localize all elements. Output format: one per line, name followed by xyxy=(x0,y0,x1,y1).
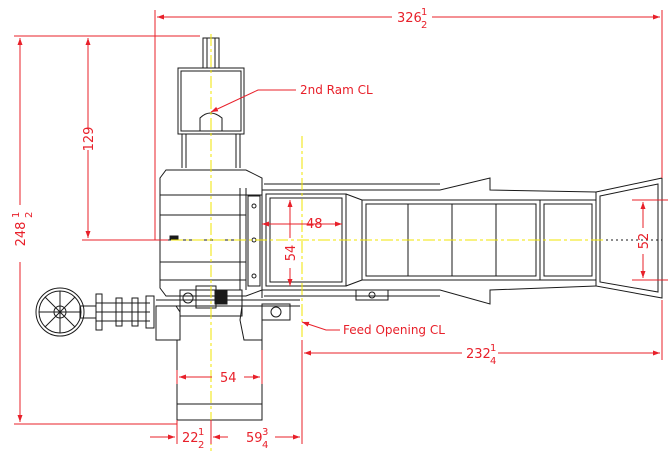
handwheel xyxy=(35,287,155,337)
overall-height-den: 2 xyxy=(24,212,35,218)
left-offset-den: 2 xyxy=(198,440,204,451)
base-width-value: 54 xyxy=(220,371,237,386)
dimension-text: 326 1 2 248 1 2 129 48 54 52 54 22 1 2 5… xyxy=(11,7,652,451)
left-offset-num: 1 xyxy=(198,427,204,438)
ram-offset-value: 129 xyxy=(82,127,97,152)
hopper-width-value: 52 xyxy=(637,233,652,250)
leader-feed-cl xyxy=(301,321,340,331)
overall-height-num: 1 xyxy=(11,212,22,218)
overall-width-den: 2 xyxy=(421,20,427,31)
ram-to-feed-num: 3 xyxy=(262,427,268,438)
dim-hopper-width xyxy=(632,199,668,281)
opening-depth-value: 54 xyxy=(284,245,299,262)
ram-to-feed-whole: 59 xyxy=(246,431,263,446)
leader-ram-cl xyxy=(210,89,296,113)
motor-assembly xyxy=(179,285,291,321)
dim-overall-height xyxy=(14,35,200,425)
dim-base-width xyxy=(176,350,263,384)
feed-cl-label: Feed Opening CL xyxy=(343,323,445,337)
flared-hopper xyxy=(595,177,663,299)
dim-feed-to-end xyxy=(304,300,663,360)
feed-chute xyxy=(261,177,597,305)
dim-ram-offset xyxy=(82,38,168,241)
feed-to-end-whole: 232 xyxy=(466,347,491,362)
centerlines xyxy=(150,34,604,452)
overall-width-num: 1 xyxy=(421,7,427,18)
ram-cl-label: 2nd Ram CL xyxy=(300,83,373,97)
opening-width-value: 48 xyxy=(306,217,323,232)
feed-to-end-den: 4 xyxy=(490,356,496,367)
ram-to-feed-den: 4 xyxy=(262,440,268,451)
dim-overall-width xyxy=(154,10,663,240)
left-offset-whole: 22 xyxy=(182,431,199,446)
dim-bottom-offsets xyxy=(150,340,303,444)
overall-height-whole: 248 xyxy=(14,222,29,247)
callout-labels: 2nd Ram CL Feed Opening CL xyxy=(300,83,445,337)
press-body xyxy=(159,169,263,297)
overall-width-whole: 326 xyxy=(397,11,422,26)
feed-to-end-num: 1 xyxy=(490,343,496,354)
base-feet xyxy=(155,299,300,421)
dimensions xyxy=(14,10,668,444)
